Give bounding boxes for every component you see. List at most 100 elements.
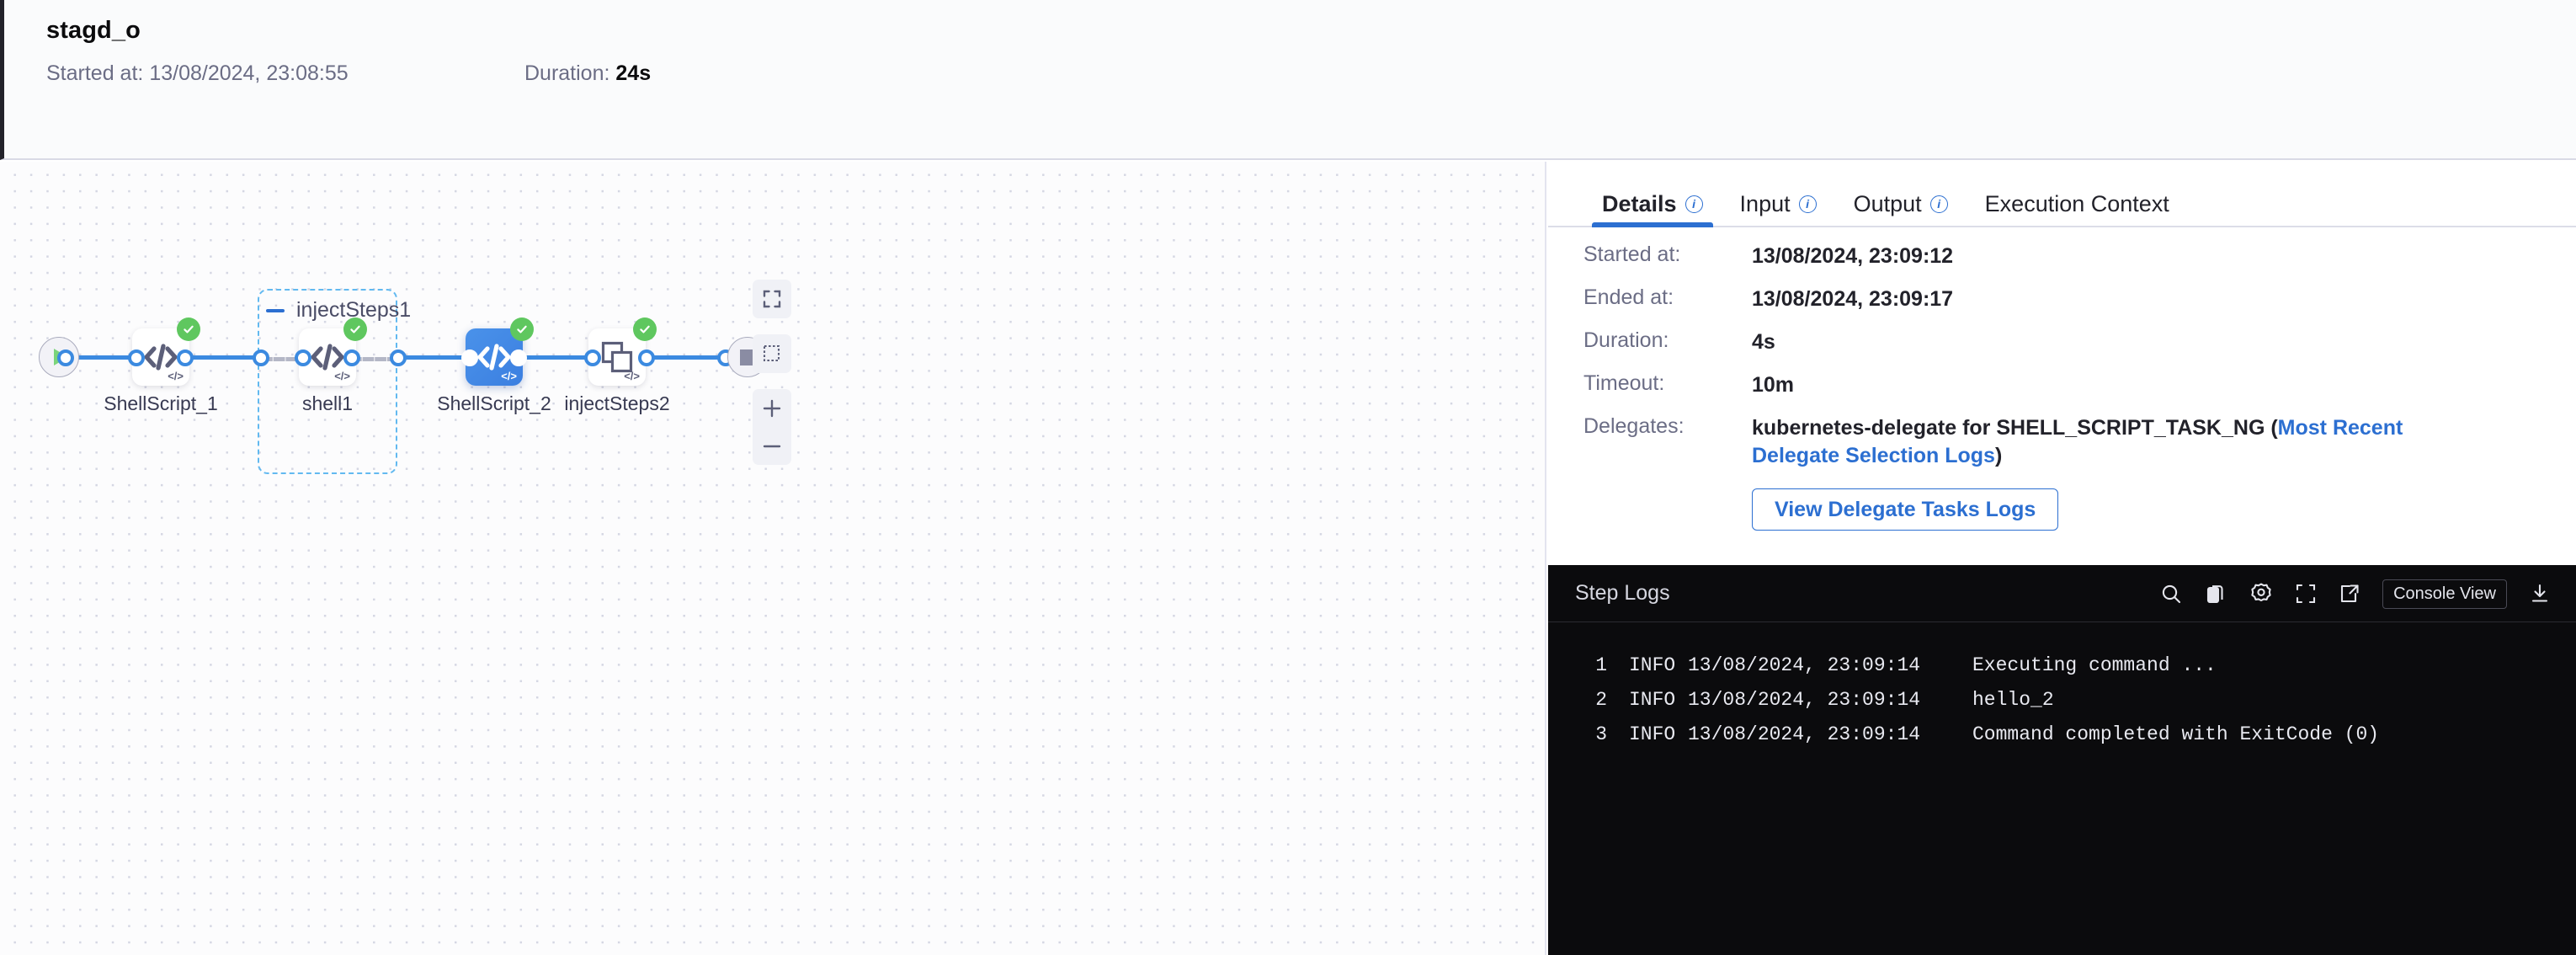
- selection-box-button[interactable]: [753, 334, 791, 373]
- port-injectsteps2-in[interactable]: [584, 349, 601, 366]
- log-line: 1 INFO 13/08/2024, 23:09:14 Executing co…: [1548, 654, 2576, 689]
- started-at-value: 13/08/2024, 23:08:55: [149, 61, 348, 85]
- pipeline-graph-canvas[interactable]: injectSteps1 </> ShellScript_1: [0, 162, 1546, 955]
- detail-label-started-at: Started at:: [1583, 243, 1752, 267]
- console-view-button[interactable]: Console View: [2382, 579, 2507, 609]
- log-line-message: Command completed with ExitCode (0): [1949, 723, 2379, 745]
- fullscreen-icon[interactable]: [2295, 583, 2317, 605]
- tab-execution-context-label: Execution Context: [1985, 191, 2169, 217]
- log-line-message: Executing command ...: [1949, 654, 2217, 676]
- log-line-level: INFO: [1607, 723, 1688, 745]
- detail-row-ended-at: Ended at: 13/08/2024, 23:09:17: [1548, 285, 2576, 313]
- tab-input[interactable]: Input i: [1722, 162, 1835, 227]
- node-type-code-icon: </>: [624, 370, 640, 382]
- duration-label: Duration:: [524, 61, 609, 85]
- minus-icon[interactable]: [266, 309, 285, 312]
- page-title: stagd_o: [46, 17, 141, 45]
- port-group-out[interactable]: [390, 349, 407, 366]
- port-shellscript2-out[interactable]: [510, 349, 527, 366]
- gear-icon[interactable]: [2249, 582, 2273, 606]
- delegates-text: kubernetes-delegate for SHELL_SCRIPT_TAS…: [1752, 416, 2265, 440]
- copy-icon[interactable]: [2205, 583, 2227, 606]
- details-tabs: Details i Input i Output i Execution Con…: [1548, 162, 2576, 227]
- log-line-number: 1: [1548, 654, 1607, 676]
- tab-details[interactable]: Details i: [1583, 162, 1722, 227]
- log-line-level: INFO: [1607, 689, 1688, 711]
- detail-value-ended-at: 13/08/2024, 23:09:17: [1752, 285, 1953, 313]
- step-logs-toolbar: Console View: [2160, 565, 2551, 622]
- log-output[interactable]: 1 INFO 13/08/2024, 23:09:14 Executing co…: [1548, 622, 2576, 758]
- fit-to-screen-button[interactable]: [753, 280, 791, 318]
- duration-value: 24s: [615, 61, 651, 85]
- info-icon[interactable]: i: [1799, 195, 1817, 213]
- dotted-square-icon: [763, 344, 781, 363]
- info-icon[interactable]: i: [1685, 195, 1703, 213]
- started-at-label: Started at:: [46, 61, 143, 85]
- port-injectsteps2-out[interactable]: [638, 349, 655, 366]
- node-type-code-icon: </>: [334, 370, 350, 382]
- tab-output-label: Output: [1854, 191, 1922, 217]
- view-delegate-tasks-logs-button[interactable]: View Delegate Tasks Logs: [1752, 488, 2058, 531]
- tab-output[interactable]: Output i: [1835, 162, 1967, 227]
- node-shell1-label: shell1: [261, 392, 394, 415]
- execution-duration: Duration: 24s: [524, 61, 651, 86]
- node-shellscript1-label: ShellScript_1: [94, 392, 227, 415]
- search-icon[interactable]: [2160, 583, 2183, 606]
- log-line-level: INFO: [1607, 654, 1688, 676]
- log-line-timestamp: 13/08/2024, 23:09:14: [1688, 689, 1949, 711]
- status-badge-success: [510, 317, 534, 341]
- log-line-message: hello_2: [1949, 689, 2054, 711]
- status-badge-success: [633, 317, 657, 341]
- external-link-icon[interactable]: [2339, 583, 2360, 605]
- detail-label-ended-at: Ended at:: [1583, 285, 1752, 310]
- node-type-code-icon: </>: [501, 370, 517, 382]
- fit-screen-icon: [762, 289, 782, 309]
- code-icon: [142, 343, 179, 371]
- node-type-code-icon: </>: [168, 370, 184, 382]
- download-icon[interactable]: [2529, 583, 2551, 605]
- port-shellscript1-out[interactable]: [177, 349, 194, 366]
- detail-value-started-at: 13/08/2024, 23:09:12: [1752, 243, 1953, 270]
- detail-label-delegates: Delegates:: [1583, 414, 1752, 439]
- detail-row-duration: Duration: 4s: [1548, 328, 2576, 356]
- node-shellscript2-label: ShellScript_2: [428, 392, 561, 415]
- step-logs-header: Step Logs Console View: [1548, 565, 2576, 622]
- log-line-number: 2: [1548, 689, 1607, 711]
- tab-execution-context[interactable]: Execution Context: [1967, 162, 2188, 227]
- group-injectsteps1-header[interactable]: injectSteps1: [266, 298, 411, 323]
- log-line: 2 INFO 13/08/2024, 23:09:14 hello_2: [1548, 689, 2576, 723]
- detail-value-timeout: 10m: [1752, 371, 1794, 399]
- edge-injectsteps2-to-end: [643, 355, 723, 360]
- step-logs-panel: Step Logs Console View 1: [1548, 565, 2576, 955]
- stacked-squares-icon: [600, 340, 634, 374]
- tab-input-label: Input: [1740, 191, 1791, 217]
- zoom-out-button[interactable]: [753, 427, 791, 465]
- node-injectsteps2-label: injectSteps2: [551, 392, 684, 415]
- log-line-timestamp: 13/08/2024, 23:09:14: [1688, 654, 1949, 676]
- status-badge-success: [177, 317, 200, 341]
- port-shell1-in[interactable]: [295, 349, 311, 366]
- port-shellscript1-in[interactable]: [128, 349, 145, 366]
- port-shellscript2-in[interactable]: [461, 349, 478, 366]
- tab-details-label: Details: [1602, 191, 1677, 217]
- step-logs-title: Step Logs: [1575, 581, 1670, 606]
- zoom-in-button[interactable]: [753, 389, 791, 427]
- details-content: Started at: 13/08/2024, 23:09:12 Ended a…: [1548, 227, 2576, 531]
- detail-label-timeout: Timeout:: [1583, 371, 1752, 396]
- delegates-close-paren: ): [1995, 444, 2002, 467]
- info-icon[interactable]: i: [1930, 195, 1948, 213]
- detail-row-delegates: Delegates: kubernetes-delegate for SHELL…: [1548, 414, 2576, 470]
- delegates-open-paren: (: [2265, 416, 2277, 440]
- plus-icon: [761, 397, 783, 419]
- port-start-out[interactable]: [57, 349, 74, 366]
- minus-icon: [761, 435, 783, 457]
- log-line-timestamp: 13/08/2024, 23:09:14: [1688, 723, 1949, 745]
- detail-value-delegates: kubernetes-delegate for SHELL_SCRIPT_TAS…: [1752, 414, 2408, 470]
- detail-label-duration: Duration:: [1583, 328, 1752, 353]
- port-shell1-out[interactable]: [343, 349, 360, 366]
- port-group-in[interactable]: [253, 349, 269, 366]
- execution-started-at: Started at: 13/08/2024, 23:08:55: [46, 61, 349, 86]
- zoom-controls[interactable]: [753, 389, 791, 465]
- execution-header: stagd_o Started at: 13/08/2024, 23:08:55…: [0, 0, 2576, 160]
- log-line-number: 3: [1548, 723, 1607, 745]
